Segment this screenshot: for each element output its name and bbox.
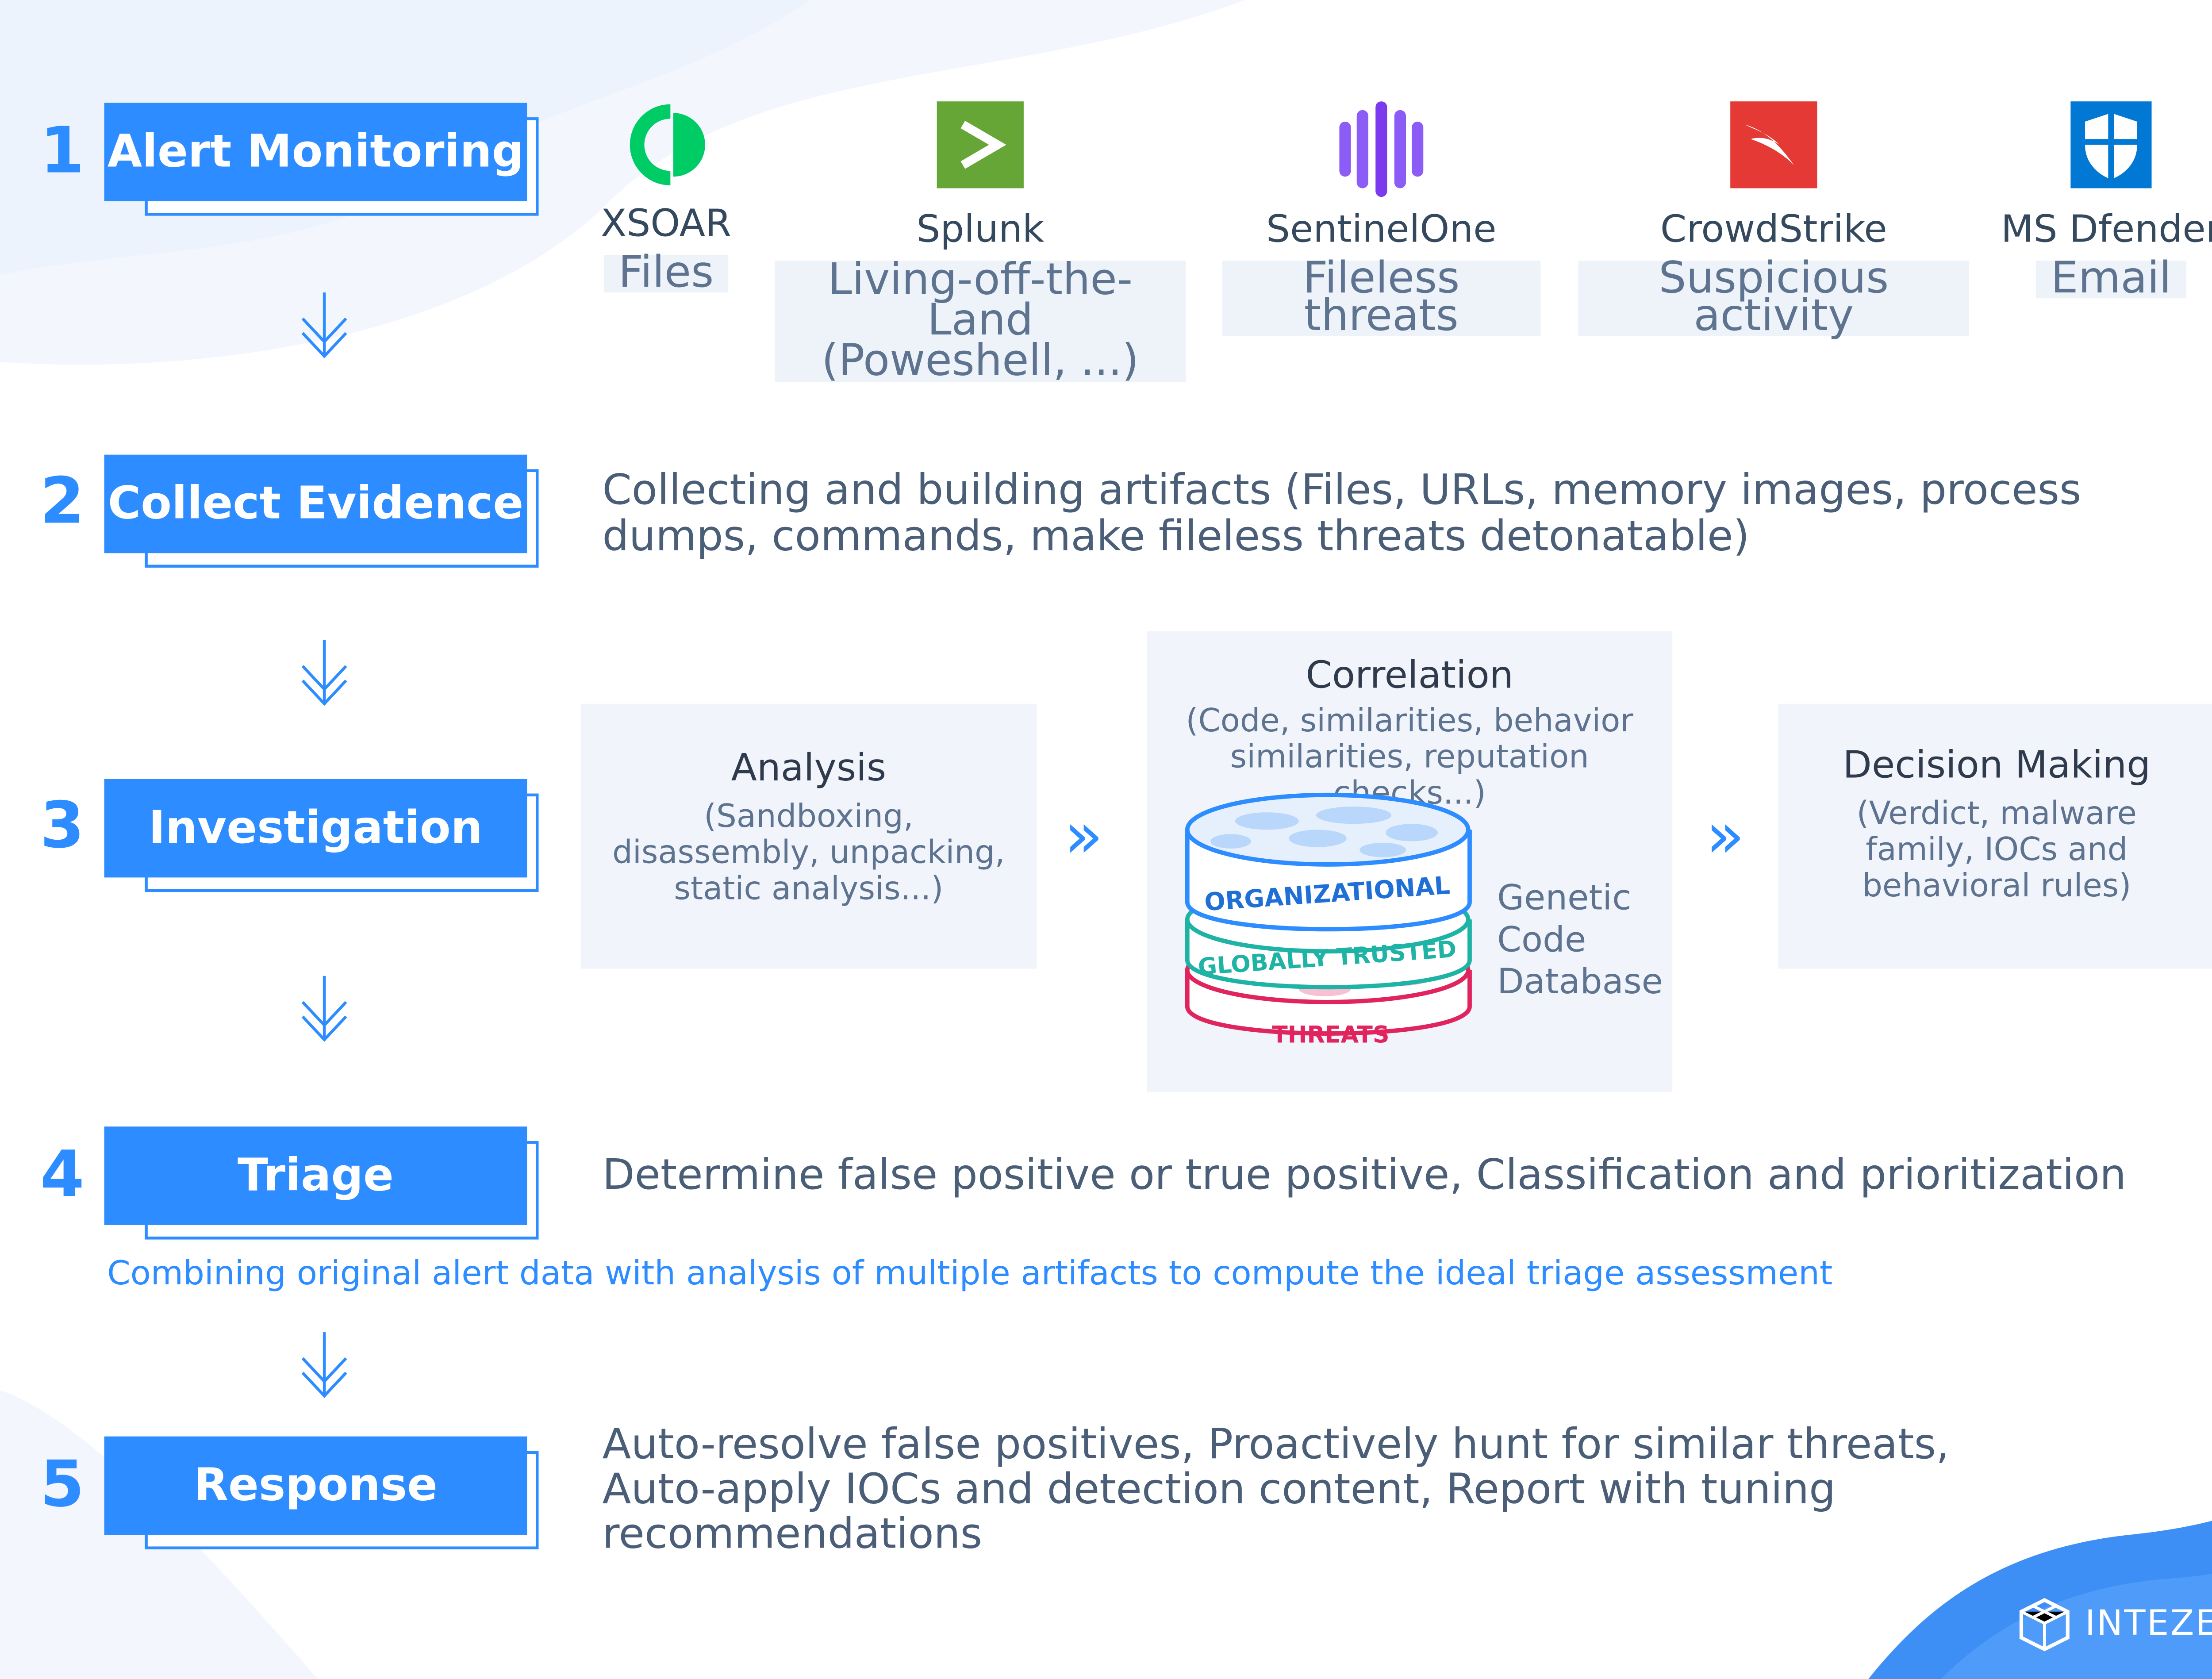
tool-tag: Email [2036,257,2186,300]
xsoar-logo-icon [630,104,705,185]
response-description: Auto-resolve false positives, Proactivel… [602,1419,1950,1558]
decision-making-panel: Decision Making (Verdict, malware family… [1778,703,2212,969]
step-label-response: Response [104,1436,527,1535]
tool-name: XSOAR [600,203,732,246]
step-alert-monitoring: Alert Monitoring [104,103,539,216]
decision-making-subtitle: (Verdict, malware family, IOCs and behav… [1856,796,2137,905]
tool-name: CrowdStrike [1660,208,1887,252]
tool-name: MS Dfender [2001,208,2212,252]
arrow-down-icon [301,976,347,1042]
tool-splunk: Splunk Living-off-the-Land (Poweshell, .… [775,101,1186,383]
step-number-4: 4 [40,1138,84,1212]
tool-crowdstrike: CrowdStrike Suspicious activity [1578,101,1970,338]
tool-tag: Suspicious activity [1578,257,1970,338]
step-number-5: 5 [40,1448,84,1522]
tool-name: SentinelOne [1266,208,1497,252]
tool-tag: Living-off-the-Land (Poweshell, ...) [775,258,1186,383]
chevron-right-icon: » [1705,799,1745,873]
triage-description: Determine false positive or true positiv… [602,1149,2127,1199]
tool-name: Splunk [916,208,1045,252]
brand-name: INTEZER [2085,1603,2212,1644]
collect-evidence-description: Collecting and building artifacts (Files… [602,465,2081,561]
tool-xsoar: XSOAR Files [587,96,746,295]
tool-ms-defender: MS Dfender Email [1998,101,2212,300]
analysis-subtitle: (Sandboxing, disassembly, unpacking, sta… [612,799,1005,908]
decision-making-title: Decision Making [1843,744,2151,788]
step-number-2: 2 [40,465,84,539]
step-label-alert-monitoring: Alert Monitoring [104,103,527,201]
db-layer-threats: THREATS [1272,1021,1390,1048]
step-label-triage: Triage [104,1126,527,1225]
step-triage: Triage [104,1126,539,1240]
ms-defender-shield-icon [2070,101,2152,188]
analysis-panel: Analysis (Sandboxing, disassembly, unpac… [580,703,1037,969]
step-response: Response [104,1436,539,1550]
arrow-down-icon [301,1332,347,1398]
step-label-investigation: Investigation [104,779,527,878]
step-number-1: 1 [40,114,84,188]
correlation-title: Correlation [1306,654,1513,698]
step-number-3: 3 [40,789,84,863]
tool-tag: Fileless threats [1222,257,1541,338]
step-label-collect-evidence: Collect Evidence [104,454,527,553]
intezer-logo-icon [2019,1598,2070,1652]
arrow-down-icon [301,640,347,706]
sentinelone-logo-icon [1339,101,1424,197]
arrow-down-icon [301,292,347,358]
chevron-right-icon: » [1064,799,1103,873]
triage-note: Combining original alert data with analy… [107,1255,1833,1293]
genetic-code-database-icon: ORGANIZATIONAL GLOBALLY TRUSTED THREATS [1185,792,1472,1048]
tool-sentinelone: SentinelOne Fileless threats [1222,101,1541,338]
splunk-logo-icon [937,101,1024,188]
step-collect-evidence: Collect Evidence [104,454,539,568]
database-label: Genetic Code Database [1497,877,1663,1002]
tool-tag: Files [604,251,729,295]
crowdstrike-logo-icon [1730,101,1817,188]
step-investigation: Investigation [104,779,539,892]
analysis-title: Analysis [731,747,887,791]
